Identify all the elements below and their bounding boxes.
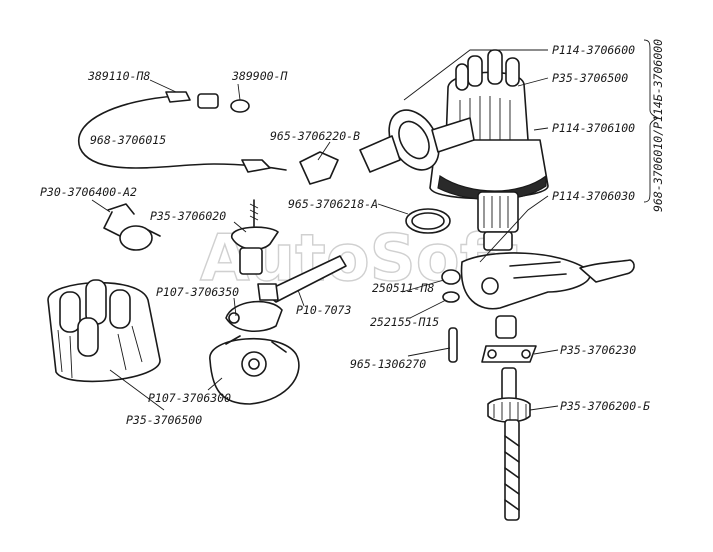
label-p107-3706350: Р107-3706350 <box>156 285 239 299</box>
drive-shaft <box>487 367 531 521</box>
label-389900-p: 389900-П <box>231 69 287 83</box>
vacuum-regulator <box>359 109 475 173</box>
label-965-1306270: 965-1306270 <box>350 357 426 371</box>
label-p35-3706020: Р35-3706020 <box>150 209 226 223</box>
distributor-body <box>429 139 549 251</box>
label-250511-p8: 250511-П8 <box>372 281 434 295</box>
distributor-mount-plate <box>460 252 635 310</box>
breaker-plate <box>209 335 300 405</box>
leader-lines <box>91 49 559 411</box>
label-p107-3706300: Р107-3706300 <box>148 391 231 405</box>
label-p35-3706500-top: Р35-3706500 <box>552 71 628 85</box>
nut-and-washer <box>441 269 461 303</box>
label-p10-7073: Р10-7073 <box>296 303 351 317</box>
label-389110-p8: 389110-П8 <box>87 69 150 83</box>
rotor <box>231 199 279 275</box>
assembly-bracket <box>643 39 660 203</box>
label-p114-3706100: Р114-3706100 <box>552 121 635 135</box>
label-252155-p15: 252155-П15 <box>370 315 439 329</box>
label-p35-3706500-bottom: Р35-3706500 <box>126 413 202 427</box>
pin <box>448 327 458 363</box>
label-p114-3706030: Р114-3706030 <box>552 189 635 203</box>
label-p30-3706400-a2: Р30-3706400-А2 <box>40 185 137 199</box>
seal-ring <box>405 208 451 234</box>
coupling <box>481 315 537 363</box>
label-968-3706015: 968-3706015 <box>90 133 166 147</box>
wire-with-terminals <box>77 91 339 185</box>
contact-set <box>225 300 283 333</box>
label-965-3706220-v: 965-3706220-В <box>270 129 360 143</box>
distributor-cap <box>47 279 161 383</box>
label-assembly-vertical: 968-3706010/Р114Б-3706000 <box>651 39 665 212</box>
label-p35-3706200-b: Р35-3706200-Б <box>560 399 650 413</box>
label-965-3706218-a: 965-3706218-А <box>288 197 378 211</box>
condenser <box>103 203 161 251</box>
octane-corrector-lever <box>257 255 347 303</box>
label-p114-3706600: Р114-3706600 <box>552 43 635 57</box>
label-p35-3706230: Р35-3706230 <box>560 343 636 357</box>
